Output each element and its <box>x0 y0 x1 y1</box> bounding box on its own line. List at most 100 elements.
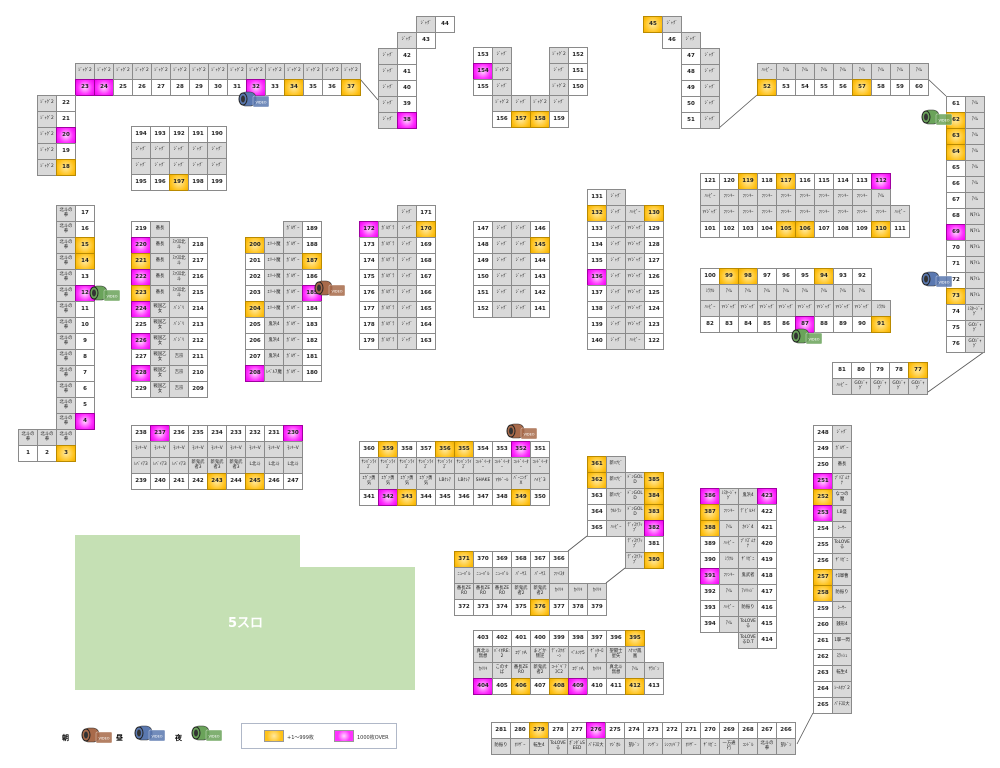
machine-number-cell[interactable]: 376 <box>530 599 550 616</box>
machine-number-cell[interactable]: 148 <box>473 237 493 254</box>
machine-number-cell[interactable]: 22 <box>56 95 76 112</box>
machine-number-cell[interactable]: 80 <box>851 362 871 379</box>
machine-number-cell[interactable]: 403 <box>473 630 493 647</box>
machine-number-cell[interactable]: 85 <box>757 316 777 333</box>
machine-number-cell[interactable]: 99 <box>719 268 739 285</box>
machine-number-cell[interactable]: 77 <box>908 362 928 379</box>
machine-number-cell[interactable]: 111 <box>890 221 910 238</box>
machine-number-cell[interactable]: 70 <box>946 240 966 257</box>
machine-number-cell[interactable]: 36 <box>322 79 342 96</box>
machine-number-cell[interactable]: 166 <box>416 285 436 302</box>
machine-number-cell[interactable]: 68 <box>946 208 966 225</box>
machine-number-cell[interactable]: 348 <box>492 489 512 506</box>
machine-number-cell[interactable]: 398 <box>568 630 588 647</box>
machine-number-cell[interactable]: 30 <box>208 79 228 96</box>
machine-number-cell[interactable]: 346 <box>454 489 474 506</box>
machine-number-cell[interactable]: 157 <box>511 111 531 128</box>
machine-number-cell[interactable]: 17 <box>75 205 95 222</box>
machine-number-cell[interactable]: 131 <box>587 189 607 206</box>
machine-number-cell[interactable]: 416 <box>757 600 777 617</box>
machine-number-cell[interactable]: 118 <box>757 173 777 190</box>
machine-number-cell[interactable]: 190 <box>207 126 227 143</box>
machine-number-cell[interactable]: 393 <box>700 600 720 617</box>
machine-number-cell[interactable]: 101 <box>700 221 720 238</box>
machine-number-cell[interactable]: 182 <box>302 333 322 350</box>
machine-number-cell[interactable]: 361 <box>587 456 607 473</box>
machine-number-cell[interactable]: 178 <box>359 317 379 334</box>
machine-number-cell[interactable]: 236 <box>169 425 189 442</box>
machine-number-cell[interactable]: 174 <box>359 253 379 270</box>
machine-number-cell[interactable]: 354 <box>473 441 493 458</box>
machine-number-cell[interactable]: 239 <box>131 473 151 490</box>
machine-number-cell[interactable]: 110 <box>871 221 891 238</box>
machine-number-cell[interactable]: 193 <box>150 126 170 143</box>
machine-number-cell[interactable]: 355 <box>454 441 474 458</box>
machine-number-cell[interactable]: 211 <box>188 349 208 366</box>
machine-number-cell[interactable]: 243 <box>207 473 227 490</box>
machine-number-cell[interactable]: 231 <box>264 425 284 442</box>
machine-number-cell[interactable]: 249 <box>813 441 833 458</box>
machine-number-cell[interactable]: 156 <box>492 111 512 128</box>
machine-number-cell[interactable]: 206 <box>245 333 265 350</box>
machine-number-cell[interactable]: 58 <box>871 79 891 96</box>
machine-number-cell[interactable]: 350 <box>530 489 550 506</box>
machine-number-cell[interactable]: 83 <box>719 316 739 333</box>
machine-number-cell[interactable]: 153 <box>473 47 493 64</box>
machine-number-cell[interactable]: 189 <box>302 221 322 238</box>
machine-number-cell[interactable]: 112 <box>871 173 891 190</box>
machine-number-cell[interactable]: 210 <box>188 365 208 382</box>
machine-number-cell[interactable]: 94 <box>814 268 834 285</box>
machine-number-cell[interactable]: 51 <box>681 112 701 129</box>
machine-number-cell[interactable]: 225 <box>131 317 151 334</box>
machine-number-cell[interactable]: 93 <box>833 268 853 285</box>
machine-number-cell[interactable]: 384 <box>644 488 664 505</box>
machine-number-cell[interactable]: 217 <box>188 253 208 270</box>
machine-number-cell[interactable]: 373 <box>473 599 493 616</box>
machine-number-cell[interactable]: 107 <box>814 221 834 238</box>
machine-number-cell[interactable]: 141 <box>530 301 550 318</box>
machine-number-cell[interactable]: 271 <box>681 722 701 739</box>
machine-number-cell[interactable]: 199 <box>207 174 227 191</box>
machine-number-cell[interactable]: 218 <box>188 237 208 254</box>
machine-number-cell[interactable]: 75 <box>946 320 966 337</box>
machine-number-cell[interactable]: 151 <box>568 63 588 80</box>
machine-number-cell[interactable]: 56 <box>833 79 853 96</box>
machine-number-cell[interactable]: 187 <box>302 253 322 270</box>
machine-number-cell[interactable]: 387 <box>700 504 720 521</box>
machine-number-cell[interactable]: 89 <box>833 316 853 333</box>
machine-number-cell[interactable]: 197 <box>169 174 189 191</box>
machine-number-cell[interactable]: 272 <box>662 722 682 739</box>
machine-number-cell[interactable]: 159 <box>549 111 569 128</box>
machine-number-cell[interactable]: 273 <box>643 722 663 739</box>
machine-number-cell[interactable]: 98 <box>738 268 758 285</box>
machine-number-cell[interactable]: 46 <box>662 32 682 49</box>
machine-number-cell[interactable]: 421 <box>757 520 777 537</box>
machine-number-cell[interactable]: 208 <box>245 365 265 382</box>
machine-number-cell[interactable]: 133 <box>587 221 607 238</box>
machine-number-cell[interactable]: 237 <box>150 425 170 442</box>
machine-number-cell[interactable]: 74 <box>946 304 966 321</box>
machine-number-cell[interactable]: 169 <box>416 237 436 254</box>
machine-number-cell[interactable]: 92 <box>852 268 872 285</box>
machine-number-cell[interactable]: 201 <box>245 253 265 270</box>
machine-number-cell[interactable]: 143 <box>530 269 550 286</box>
machine-number-cell[interactable]: 413 <box>644 678 664 695</box>
machine-number-cell[interactable]: 382 <box>644 520 664 537</box>
machine-number-cell[interactable]: 43 <box>416 32 436 49</box>
machine-number-cell[interactable]: 150 <box>473 269 493 286</box>
machine-number-cell[interactable]: 275 <box>605 722 625 739</box>
machine-number-cell[interactable]: 343 <box>397 489 417 506</box>
machine-number-cell[interactable]: 155 <box>473 79 493 96</box>
machine-number-cell[interactable]: 177 <box>359 301 379 318</box>
machine-number-cell[interactable]: 60 <box>909 79 929 96</box>
machine-number-cell[interactable]: 142 <box>530 285 550 302</box>
machine-number-cell[interactable]: 278 <box>548 722 568 739</box>
machine-number-cell[interactable]: 232 <box>245 425 265 442</box>
machine-number-cell[interactable]: 44 <box>435 16 455 33</box>
machine-number-cell[interactable]: 55 <box>814 79 834 96</box>
machine-number-cell[interactable]: 167 <box>416 269 436 286</box>
machine-number-cell[interactable]: 391 <box>700 568 720 585</box>
machine-number-cell[interactable]: 188 <box>302 237 322 254</box>
machine-number-cell[interactable]: 234 <box>207 425 227 442</box>
machine-number-cell[interactable]: 198 <box>188 174 208 191</box>
